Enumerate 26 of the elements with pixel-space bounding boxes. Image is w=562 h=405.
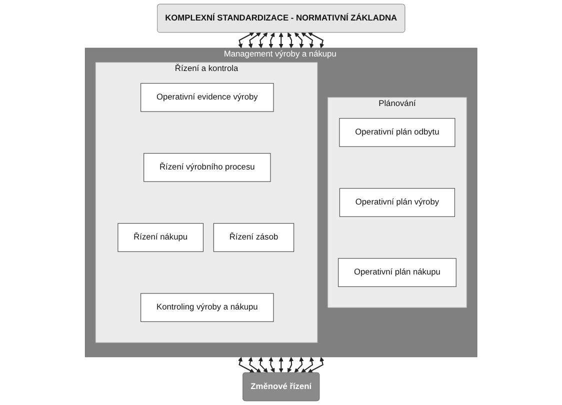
node-box: Řízení výrobního procesu <box>143 153 271 182</box>
node-box: Řízení nákupu <box>118 223 204 252</box>
arrow <box>308 356 324 373</box>
arrow <box>268 356 275 373</box>
arrow <box>278 32 284 48</box>
arrow <box>268 32 274 48</box>
arrow <box>300 356 314 373</box>
arrow <box>258 32 268 48</box>
node-box: Kontroling výroby a nákupu <box>140 293 274 322</box>
node-box: Operativní evidence výroby <box>140 83 274 112</box>
arrow <box>238 32 254 48</box>
arrow <box>258 356 268 373</box>
arrow <box>287 356 294 373</box>
arrow <box>294 32 304 48</box>
arrow <box>301 32 314 48</box>
node-box: Operativní plán odbytu <box>339 118 456 147</box>
arrow <box>294 356 304 373</box>
arrow <box>308 32 324 48</box>
arrow <box>238 356 254 373</box>
node-box: Operativní plán výroby <box>339 188 455 217</box>
node-box: Operativní plán nákupu <box>338 258 456 287</box>
arrow <box>248 356 262 373</box>
arrow <box>248 32 261 48</box>
arrow <box>278 356 284 373</box>
node-box: Řízení zásob <box>213 223 294 252</box>
arrow <box>288 32 294 48</box>
